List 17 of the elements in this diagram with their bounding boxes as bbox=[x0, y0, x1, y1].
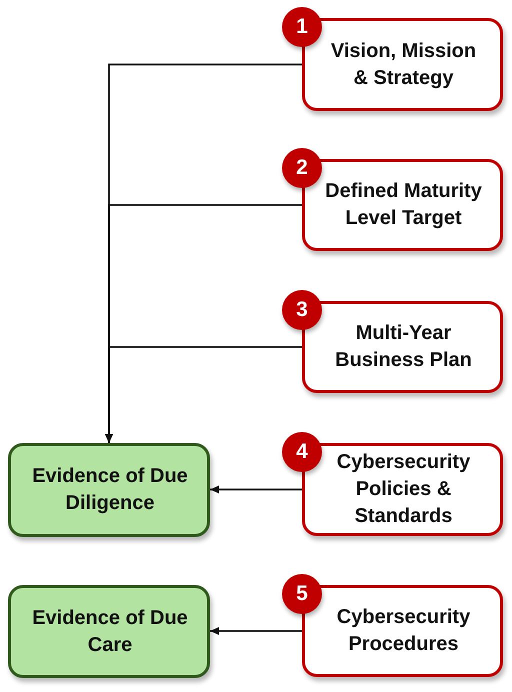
number-badge: 5 bbox=[282, 574, 322, 614]
number-badge: 3 bbox=[282, 290, 322, 330]
number-badge: 1 bbox=[282, 7, 322, 47]
number-badge: 4 bbox=[282, 432, 322, 472]
box-label: Cybersecurity Procedures bbox=[336, 605, 472, 657]
box-label: Evidence of Due Care bbox=[31, 606, 189, 658]
connector-arrow bbox=[210, 626, 302, 636]
box-label: Vision, Mission & Strategy bbox=[330, 38, 478, 90]
evidence-box bbox=[8, 585, 210, 678]
box-label: Defined Maturity Level Target bbox=[324, 179, 483, 231]
box-label: Multi-Year Business Plan bbox=[334, 321, 473, 373]
connector-arrow bbox=[210, 485, 302, 494]
box-label: Cybersecurity Policies & Standards bbox=[336, 450, 472, 529]
evidence-box bbox=[8, 443, 210, 537]
box-label: Evidence of Due Diligence bbox=[31, 464, 189, 516]
connector-arrow bbox=[104, 346, 302, 443]
number-badge: 2 bbox=[282, 148, 322, 188]
